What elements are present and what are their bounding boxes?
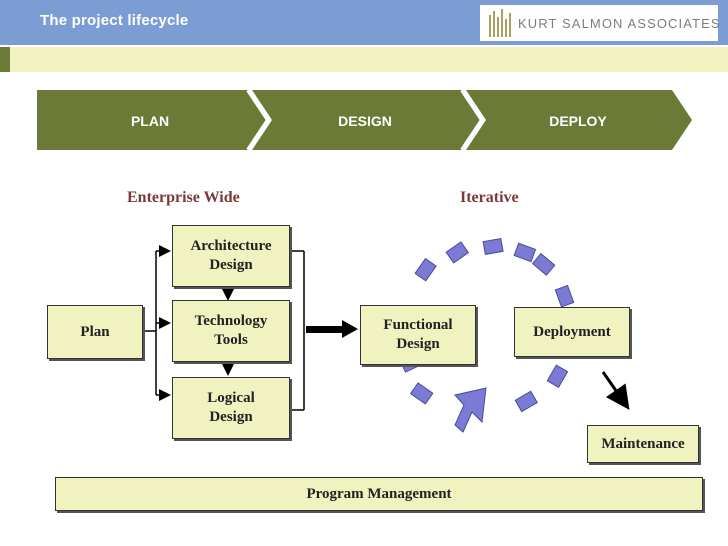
- phase-deploy: DEPLOY: [549, 113, 607, 129]
- technology-tools-label: Technology Tools: [194, 313, 268, 348]
- program-management-label: Program Management: [306, 485, 452, 502]
- enterprise-wide-label: Enterprise Wide: [127, 189, 240, 206]
- architecture-design-label: Architecture Design: [190, 238, 272, 273]
- deployment-box: Deployment: [514, 307, 630, 357]
- logo-text: KURT SALMON ASSOCIATES: [518, 16, 721, 31]
- technology-tools-box: Technology Tools: [172, 300, 290, 362]
- program-management-box: Program Management: [55, 477, 703, 511]
- architecture-design-box: Architecture Design: [172, 225, 290, 287]
- flow-arrow-to-functional: [306, 320, 358, 338]
- flow-arrow-to-maintenance: [601, 371, 630, 410]
- company-logo: KURT SALMON ASSOCIATES: [480, 5, 721, 41]
- logical-design-box: Logical Design: [172, 377, 290, 439]
- phase-design: DESIGN: [338, 113, 392, 129]
- maintenance-box: Maintenance: [587, 425, 699, 463]
- maintenance-label: Maintenance: [601, 435, 685, 452]
- merge-bracket: [289, 250, 305, 411]
- plan-branch-connector: [141, 245, 171, 401]
- header-strip: [0, 47, 728, 72]
- functional-design-box: Functional Design: [360, 305, 476, 365]
- logo-mark-icon: [489, 9, 511, 37]
- deployment-label: Deployment: [533, 323, 611, 340]
- iterative-label: Iterative: [460, 189, 519, 206]
- plan-label: Plan: [80, 323, 110, 340]
- phase-plan: PLAN: [130, 113, 170, 129]
- plan-box: Plan: [47, 305, 143, 359]
- page-title: The project lifecycle: [40, 12, 189, 29]
- functional-design-label: Functional Design: [383, 317, 453, 352]
- logical-design-label: Logical Design: [207, 390, 255, 425]
